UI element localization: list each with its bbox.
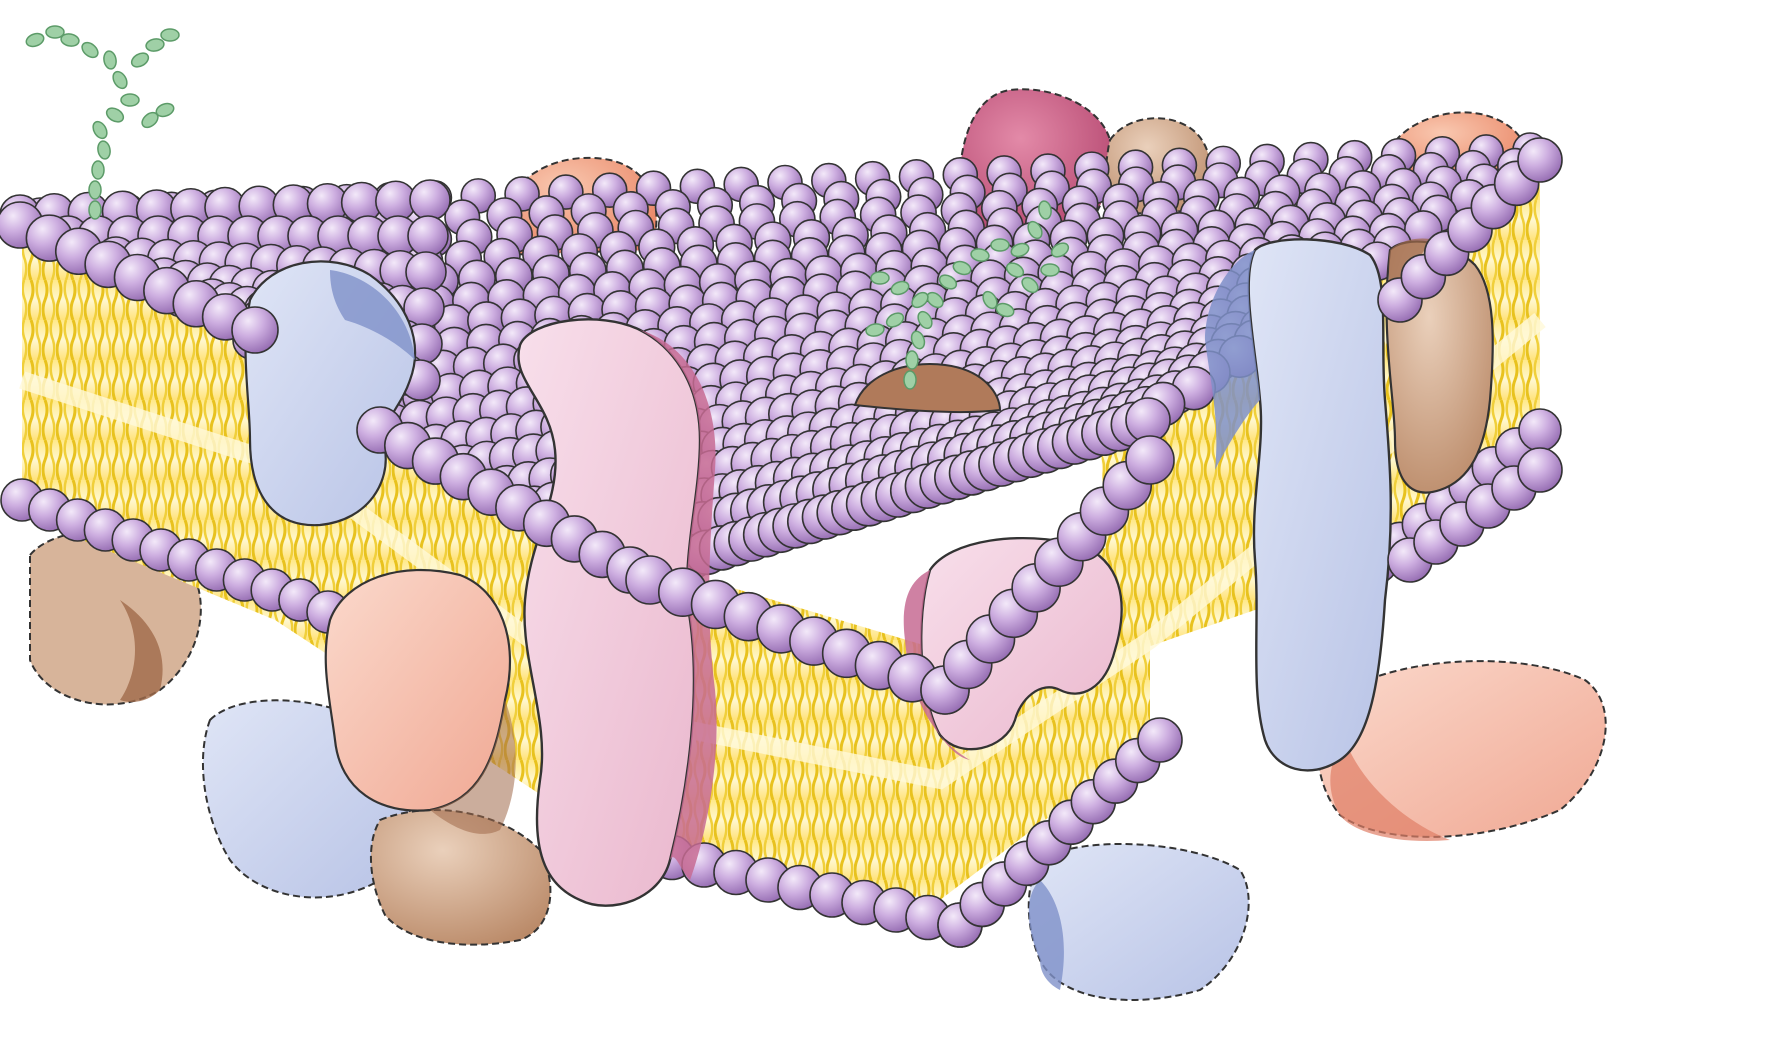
outer-leaflet-rim-head [1518, 138, 1562, 182]
outer-leaflet-head [408, 216, 448, 256]
glycoprotein-sugar [904, 371, 916, 389]
glycolipid-sugar [89, 181, 101, 199]
peripheral-protein-tan-lower [371, 810, 550, 945]
glycolipid-sugar [103, 50, 118, 70]
glycolipid-sugar [110, 69, 129, 91]
outer-leaflet-rim-head [1126, 436, 1174, 484]
glycolipid-sugar [121, 94, 139, 106]
glycolipid-sugar [92, 161, 104, 179]
glycoprotein-sugar [871, 272, 889, 284]
glycolipid-sugar [89, 201, 101, 219]
glycolipid-sugar [161, 29, 179, 41]
integral-protein-blue-right [1249, 239, 1391, 770]
outer-leaflet-head [410, 180, 450, 220]
outer-leaflet-rim-head [232, 307, 278, 353]
inner-leaflet-head [1519, 409, 1561, 451]
outer-leaflet-head [406, 252, 446, 292]
glycolipid-sugar [104, 105, 126, 124]
glycoprotein-sugar [1041, 264, 1059, 276]
glycoprotein-sugar [991, 239, 1009, 251]
glycolipid-sugar [79, 40, 101, 61]
inner-leaflet-head [1138, 718, 1182, 762]
outer-leaflet-rim-head [1518, 448, 1562, 492]
glycolipid-sugar [90, 119, 109, 141]
glycoprotein-sugar [906, 351, 918, 369]
glycolipid-sugar [24, 31, 45, 48]
glycolipid-sugar [46, 26, 64, 38]
glycolipid-sugar [145, 38, 165, 53]
glycolipid-sugar [129, 50, 151, 69]
glycolipid-sugar [97, 140, 112, 160]
